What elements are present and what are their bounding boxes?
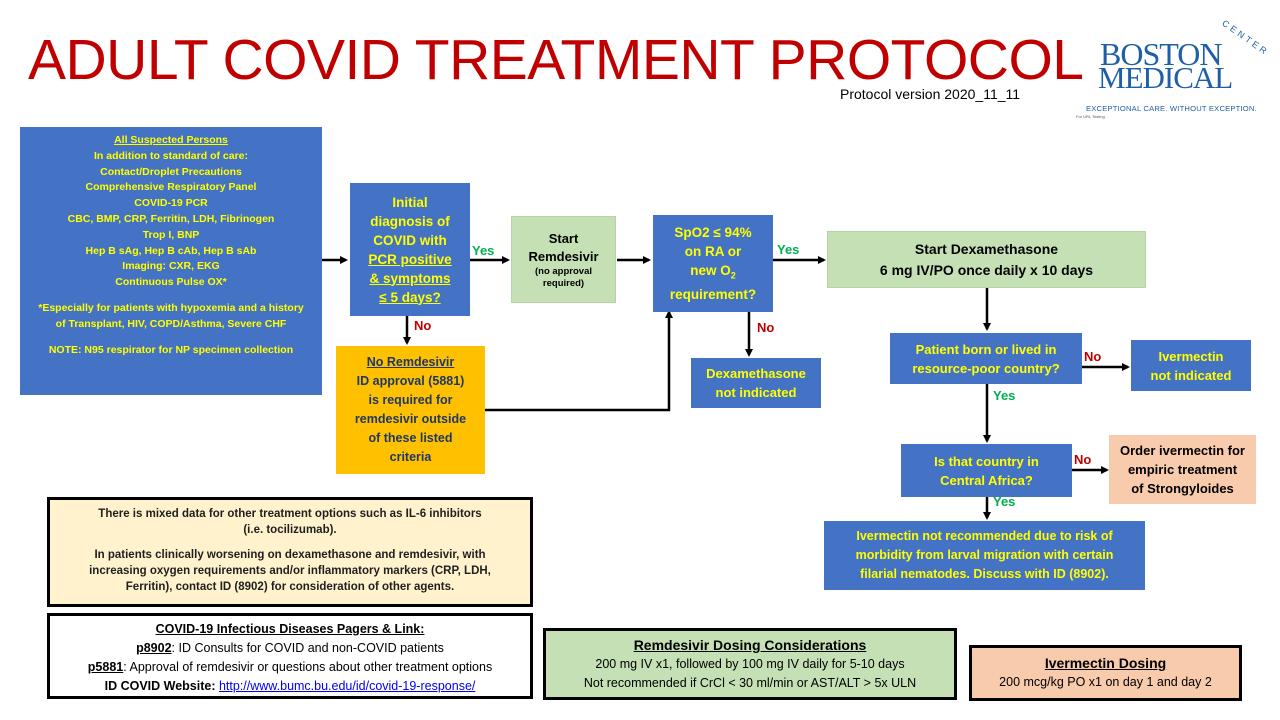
suspected-line: Imaging: CXR, EKG <box>122 260 220 273</box>
yes-label-spo2: Yes <box>777 242 800 257</box>
remdesivir-dosing-heading: Remdesivir Dosing Considerations <box>633 637 867 653</box>
order-ivermectin-box: Order ivermectin for empiric treatment o… <box>1109 435 1256 504</box>
yes-label-resource: Yes <box>993 388 1016 403</box>
ivermectin-dosing-box: Ivermectin Dosing 200 mcg/kg PO x1 on da… <box>969 645 1242 701</box>
spo2-decision-box: SpO2 ≤ 94% on RA or new O2 requirement? <box>653 215 773 312</box>
order-ivermectin-line: of Strongyloides <box>1131 481 1234 496</box>
no-label-diagnosis: No <box>414 318 432 333</box>
ivermectin-dosing-heading: Ivermectin Dosing <box>1044 655 1167 671</box>
resource-poor-line: resource-poor country? <box>912 360 1060 376</box>
pager-description: : ID Consults for COVID and non-COVID pa… <box>171 641 444 655</box>
suspected-line: In addition to standard of care: <box>93 149 248 162</box>
ivermectin-not-indicated-box: Ivermectin not indicated <box>1131 340 1251 391</box>
logo-fine-print: For URL Testing <box>1076 114 1105 119</box>
diagnosis-line: COVID with <box>373 232 447 248</box>
arrow-no-remdesivir-to-spo2 <box>485 310 673 412</box>
suspected-line: Continuous Pulse OX* <box>115 276 227 289</box>
no-label-africa: No <box>1074 452 1092 467</box>
all-suspected-persons-box: All Suspected Persons In addition to sta… <box>20 127 322 395</box>
logo-tagline: EXCEPTIONAL CARE. WITHOUT EXCEPTION. <box>1086 104 1257 113</box>
no-remdesivir-line: ID approval (5881) <box>356 374 465 388</box>
start-dexamethasone-box: Start Dexamethasone 6 mg IV/PO once dail… <box>827 231 1146 288</box>
suspected-line: Comprehensive Respiratory Panel <box>85 181 257 194</box>
logo-line-2: MEDICAL <box>1098 60 1233 95</box>
ivermectin-not-recommended-box: Ivermectin not recommended due to risk o… <box>824 521 1145 590</box>
ivermectin-risk-line: Ivermectin not recommended due to risk o… <box>856 529 1113 543</box>
ivermectin-not-line: Ivermectin <box>1158 348 1224 364</box>
dexa-not-line: not indicated <box>715 385 797 400</box>
remdesivir-subnote: (no approval <box>534 265 592 277</box>
diagnosis-line: & symptoms <box>369 270 451 286</box>
no-remdesivir-box: No Remdesivir ID approval (5881) is requ… <box>336 346 485 474</box>
dexamethasone-not-indicated-box: Dexamethasone not indicated <box>691 358 821 408</box>
diagnosis-line: ≤ 5 days? <box>379 289 441 305</box>
spo2-line: new O <box>690 262 731 278</box>
central-africa-line: Central Africa? <box>940 472 1033 488</box>
mixed-data-line: Ferritin), contact ID (8902) for conside… <box>125 581 455 593</box>
central-africa-box: Is that country in Central Africa? <box>901 444 1072 497</box>
spo2-subscript: 2 <box>730 270 736 281</box>
remdesivir-dosing-line: Not recommended if CrCl < 30 ml/min or A… <box>583 676 917 690</box>
central-africa-line: Is that country in <box>934 453 1039 469</box>
ivermectin-risk-line: filarial nematodes. Discuss with ID (890… <box>860 567 1109 581</box>
remdesivir-line: Remdesivir <box>528 248 599 264</box>
no-remdesivir-line: is required for <box>368 393 453 407</box>
mixed-data-note-box: There is mixed data for other treatment … <box>47 497 533 607</box>
spo2-line: SpO2 ≤ 94% <box>674 224 752 240</box>
order-ivermectin-line: empiric treatment <box>1127 462 1238 477</box>
remdesivir-line: Start <box>548 230 579 246</box>
remdesivir-dosing-line: 200 mg IV x1, followed by 100 mg IV dail… <box>595 657 905 671</box>
ivermectin-risk-line: morbidity from larval migration with cer… <box>855 548 1114 562</box>
pager-code: p8902 <box>136 641 172 655</box>
ivermectin-dosing-line: 200 mcg/kg PO x1 on day 1 and day 2 <box>999 675 1212 689</box>
no-remdesivir-heading: No Remdesivir <box>366 355 455 369</box>
pagers-heading: COVID-19 Infectious Diseases Pagers & Li… <box>155 622 425 636</box>
page-title: ADULT COVID TREATMENT PROTOCOL <box>28 28 1084 92</box>
dexa-not-line: Dexamethasone <box>706 366 806 381</box>
suspected-n95-note: NOTE: N95 respirator for NP specimen col… <box>48 343 294 356</box>
suspected-especially-note: *Especially for patients with hypoxemia … <box>38 301 304 330</box>
no-remdesivir-line: of these listed <box>368 431 453 445</box>
no-label-resource: No <box>1084 349 1102 364</box>
dexamethasone-line: 6 mg IV/PO once daily x 10 days <box>879 261 1094 278</box>
suspected-heading: All Suspected Persons <box>114 134 228 146</box>
diagnosis-line: Initial <box>392 194 428 210</box>
yes-label-africa: Yes <box>993 494 1016 509</box>
suspected-line: Contact/Droplet Precautions <box>100 165 242 178</box>
id-covid-website-link[interactable]: http://www.bumc.bu.edu/id/covid-19-respo… <box>218 679 476 693</box>
initial-diagnosis-box: Initial diagnosis of COVID with PCR posi… <box>350 183 470 316</box>
remdesivir-subnote: required) <box>542 277 585 289</box>
order-ivermectin-line: Order ivermectin for <box>1120 443 1245 458</box>
protocol-version: Protocol version 2020_11_11 <box>840 86 1021 102</box>
no-remdesivir-line: criteria <box>389 450 432 464</box>
no-remdesivir-line: remdesivir outside <box>354 412 467 426</box>
mixed-data-line: (i.e. tocilizumab). <box>243 524 337 536</box>
pager-description: : Approval of remdesivir or questions ab… <box>123 660 493 674</box>
remdesivir-dosing-box: Remdesivir Dosing Considerations 200 mg … <box>543 628 957 700</box>
ivermectin-not-line: not indicated <box>1150 367 1232 383</box>
pagers-and-link-box: COVID-19 Infectious Diseases Pagers & Li… <box>47 613 533 699</box>
suspected-line: CBC, BMP, CRP, Ferritin, LDH, Fibrinogen <box>67 212 275 225</box>
mixed-data-line: increasing oxygen requirements and/or in… <box>89 565 491 577</box>
spo2-line: requirement? <box>669 287 757 303</box>
spo2-line: on RA or <box>684 243 742 259</box>
diagnosis-line: PCR positive <box>368 251 452 267</box>
start-remdesivir-box: Start Remdesivir (no approval required) <box>511 216 616 303</box>
dexamethasone-line: Start Dexamethasone <box>914 240 1059 257</box>
website-label: ID COVID Website: <box>104 679 219 693</box>
suspected-line: Hep B sAg, Hep B cAb, Hep B sAb <box>85 244 257 257</box>
mixed-data-line: There is mixed data for other treatment … <box>98 508 482 520</box>
logo-line-1: BOSTON <box>1100 36 1222 72</box>
yes-label-diagnosis: Yes <box>472 243 495 258</box>
mixed-data-line: In patients clinically worsening on dexa… <box>94 549 486 561</box>
diagnosis-line: diagnosis of <box>370 213 450 229</box>
resource-poor-country-box: Patient born or lived in resource-poor c… <box>890 333 1082 384</box>
resource-poor-line: Patient born or lived in <box>915 341 1057 357</box>
pager-code: p5881 <box>87 660 124 674</box>
boston-medical-logo: CENTER BOSTON MEDICAL EXCEPTIONAL CARE. … <box>1076 18 1272 122</box>
suspected-line: COVID-19 PCR <box>134 197 208 210</box>
no-label-spo2: No <box>757 320 775 335</box>
suspected-line: Trop I, BNP <box>142 228 200 241</box>
